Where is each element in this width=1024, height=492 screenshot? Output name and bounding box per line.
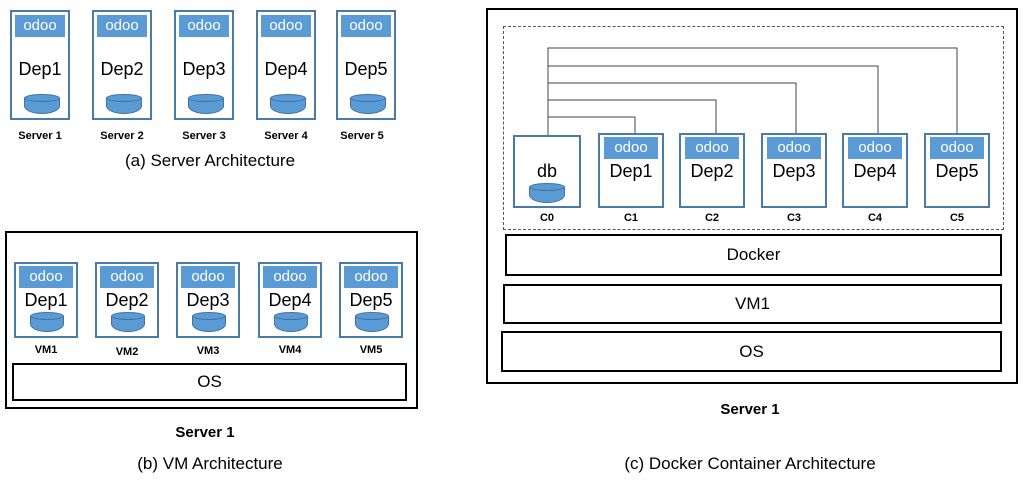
odoo-label: odoo — [767, 137, 821, 159]
odoo-label: odoo — [685, 137, 739, 159]
container-label: C5 — [949, 212, 965, 224]
vm-label: VM1 — [34, 344, 58, 356]
app-container: odoo Dep2 — [679, 133, 745, 208]
deployment-label: Dep5 — [344, 59, 388, 79]
odoo-label: odoo — [344, 266, 398, 288]
odoo-label: odoo — [97, 15, 147, 37]
odoo-label: odoo — [19, 266, 73, 288]
vm-box: odoo Dep3 — [176, 262, 240, 338]
db-label: db — [536, 161, 558, 181]
app-container: odoo Dep3 — [761, 133, 827, 208]
database-icon — [529, 183, 565, 203]
app-container: odoo Dep5 — [924, 133, 990, 208]
deployment-label: Dep1 — [18, 59, 62, 79]
os-layer: OS — [501, 331, 1002, 372]
deployment-label: Dep4 — [268, 290, 312, 310]
deployment-label: Dep2 — [690, 161, 734, 181]
vm-label: VM5 — [359, 344, 383, 356]
database-icon — [350, 94, 386, 114]
deployment-label: Dep4 — [264, 59, 308, 79]
panel-vm-architecture — [5, 231, 418, 409]
database-icon — [24, 94, 60, 114]
odoo-label: odoo — [341, 15, 391, 37]
server-box: odoo Dep2 — [92, 10, 152, 120]
container-group-outline — [503, 26, 1004, 230]
vm-box: odoo Dep4 — [258, 262, 322, 338]
app-container: odoo Dep4 — [842, 133, 908, 208]
server-box: odoo Dep4 — [256, 10, 316, 120]
odoo-label: odoo — [263, 266, 317, 288]
vm-box: odoo Dep2 — [95, 262, 159, 338]
server-label: Server 1 — [18, 130, 62, 142]
deployment-label: Dep3 — [186, 290, 230, 310]
db-container: db — [513, 135, 581, 208]
deployment-label: Dep5 — [349, 290, 393, 310]
odoo-label: odoo — [100, 266, 154, 288]
server-label: Server 1 — [175, 424, 235, 441]
container-label: C3 — [786, 212, 802, 224]
container-label: C0 — [539, 212, 555, 224]
vm-layer: VM1 — [503, 284, 1002, 324]
server-box: odoo Dep1 — [10, 10, 70, 120]
container-label: C1 — [623, 212, 639, 224]
vm-label: VM2 — [115, 346, 139, 358]
odoo-label: odoo — [848, 137, 902, 159]
container-label: C2 — [704, 212, 720, 224]
caption-a: (a) Server Architecture — [124, 151, 296, 170]
caption-b: (b) VM Architecture — [137, 454, 283, 473]
server-label: Server 3 — [182, 130, 226, 142]
docker-layer: Docker — [505, 234, 1002, 276]
vm-label: VM3 — [196, 345, 220, 357]
container-label: C4 — [867, 212, 883, 224]
odoo-label: odoo — [179, 15, 229, 37]
deployment-label: Dep3 — [182, 59, 226, 79]
database-icon — [111, 312, 145, 332]
panel-docker-architecture — [486, 8, 1018, 384]
os-layer: OS — [12, 363, 407, 401]
deployment-label: Dep1 — [609, 161, 653, 181]
database-icon — [106, 94, 142, 114]
database-icon — [30, 312, 64, 332]
deployment-label: Dep4 — [853, 161, 897, 181]
odoo-label: odoo — [930, 137, 984, 159]
deployment-label: Dep2 — [105, 290, 149, 310]
deployment-label: Dep1 — [24, 290, 68, 310]
server-label: Server 4 — [264, 130, 308, 142]
odoo-label: odoo — [604, 137, 658, 159]
odoo-label: odoo — [261, 15, 311, 37]
server-label: Server 5 — [340, 130, 384, 142]
database-icon — [192, 312, 226, 332]
odoo-label: odoo — [15, 15, 65, 37]
database-icon — [274, 312, 308, 332]
server-label: Server 2 — [100, 130, 144, 142]
server-box: odoo Dep3 — [174, 10, 234, 120]
server-label: Server 1 — [720, 401, 780, 418]
app-container: odoo Dep1 — [598, 133, 664, 208]
vm-box: odoo Dep1 — [14, 262, 78, 338]
vm-box: odoo Dep5 — [339, 262, 403, 338]
deployment-label: Dep2 — [100, 59, 144, 79]
deployment-label: Dep3 — [772, 161, 816, 181]
database-icon — [270, 94, 306, 114]
database-icon — [188, 94, 224, 114]
server-box: odoo Dep5 — [336, 10, 396, 120]
odoo-label: odoo — [181, 266, 235, 288]
vm-label: VM4 — [278, 344, 302, 356]
caption-c: (c) Docker Container Architecture — [624, 454, 876, 473]
deployment-label: Dep5 — [935, 161, 979, 181]
database-icon — [355, 312, 389, 332]
